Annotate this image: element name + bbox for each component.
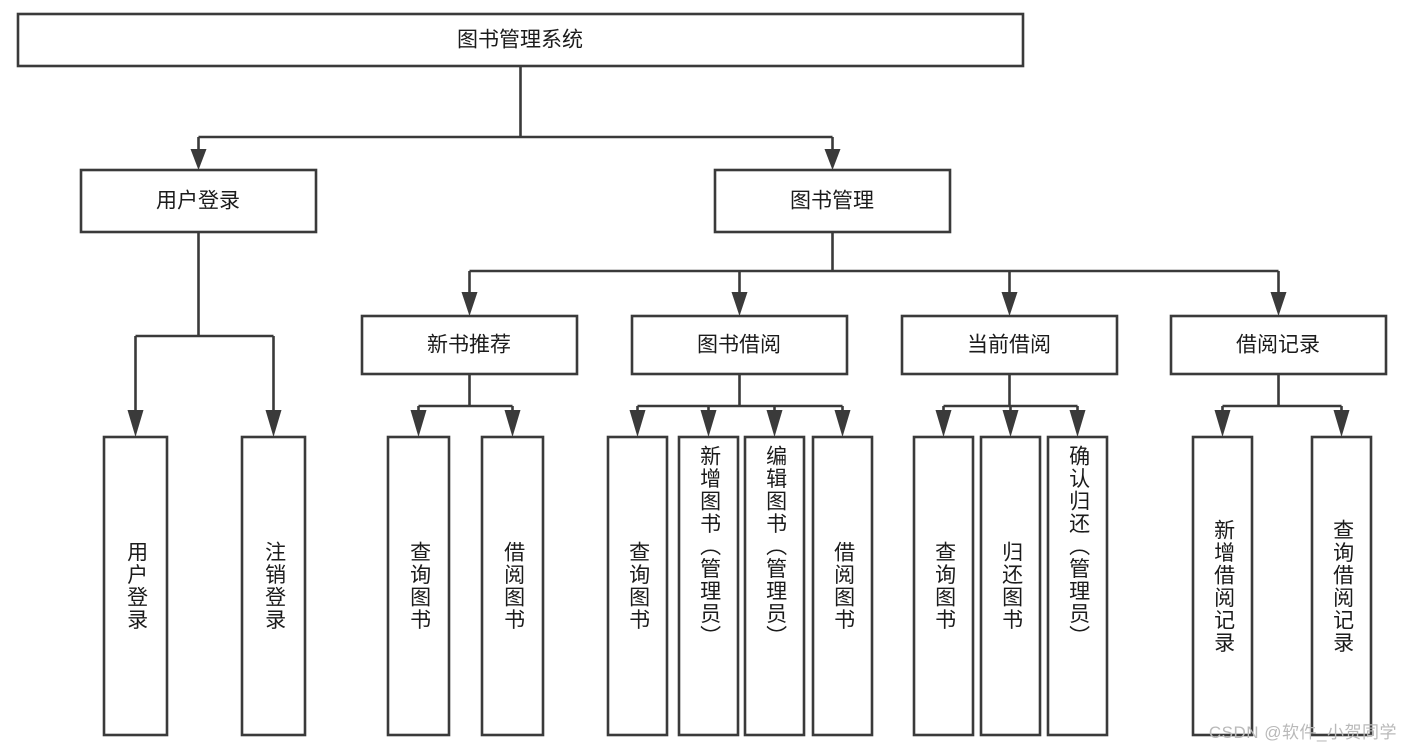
node-root[interactable]: 图书管理系统 [16,12,1025,68]
arrow-head-br-leaf-1 [1214,410,1231,437]
leaf-rect-br-query-record[interactable] [1310,435,1373,737]
node-borrow-record-rect[interactable] [1169,314,1388,376]
leaf-rect-bb-edit-book[interactable] [743,435,806,737]
node-user-login-rect[interactable] [79,168,318,234]
node-current-borrow-label: 当前借阅 [967,334,1051,357]
arrow-head-leaf-logout [265,410,282,437]
node-root-rect[interactable] [16,12,1025,68]
node-new-book-recommend[interactable]: 新书推荐 [360,314,579,376]
leaf-rect-cb-return-book[interactable] [979,435,1042,737]
leaf-rect-br-add-record[interactable] [1191,435,1254,737]
arrow-head-bb-leaf-2 [700,410,717,437]
node-current-borrow[interactable]: 当前借阅 [900,314,1119,376]
arrow-head-leaf-user-login [127,410,144,437]
leaf-rect-user-login[interactable] [102,435,169,737]
leaf-rect-logout[interactable] [240,435,307,737]
arrow-head-cb-leaf-3 [1069,410,1086,437]
node-book-borrow[interactable]: 图书借阅 [630,314,849,376]
leaf-rect-bb-borrow-book[interactable] [811,435,874,737]
arrow-head-nb-leaf-1 [410,410,427,437]
node-new-book-recommend-rect[interactable] [360,314,579,376]
node-user-login-label: 用户登录 [156,190,240,213]
node-user-login[interactable]: 用户登录 [79,168,318,234]
leaf-rect-bb-query-book[interactable] [606,435,669,737]
arrow-head-cb-leaf-1 [935,410,952,437]
arrow-head-user-login [190,149,207,170]
arrow-head-bb-leaf-1 [629,410,646,437]
leaf-rect-bb-add-book[interactable] [677,435,740,737]
node-book-borrow-rect[interactable] [630,314,849,376]
nodes-layer: 图书管理系统 用户登录 图书管理 新书推荐 图书借阅 [16,12,1388,737]
arrow-head-nb-leaf-2 [504,410,521,437]
node-new-book-recommend-label: 新书推荐 [427,334,511,357]
node-root-label: 图书管理系统 [457,29,583,52]
node-book-manage-label: 图书管理 [790,190,874,213]
node-book-borrow-label: 图书借阅 [697,334,781,357]
arrow-head-cb-leaf-2 [1002,410,1019,437]
leaf-rect-cb-confirm-return[interactable] [1046,435,1109,737]
node-book-manage-rect[interactable] [713,168,952,234]
arrow-head-book-borrow [731,292,748,316]
arrow-head-current-borrow [1001,292,1018,316]
node-current-borrow-rect[interactable] [900,314,1119,376]
watermark-text: CSDN @软件_小贺同学 [1208,723,1397,742]
leaf-rect-nb-query-book[interactable] [386,435,451,737]
node-borrow-record-label: 借阅记录 [1236,334,1320,357]
node-borrow-record[interactable]: 借阅记录 [1169,314,1388,376]
leaf-rect-nb-borrow-book[interactable] [480,435,545,737]
arrow-head-borrow-record [1270,292,1287,316]
node-book-manage[interactable]: 图书管理 [713,168,952,234]
leaf-rect-cb-query-book[interactable] [912,435,975,737]
arrow-head-book-manage [824,149,841,170]
arrow-head-bb-leaf-3 [766,410,783,437]
connectors-layer [127,66,1350,437]
arrow-head-bb-leaf-4 [834,410,851,437]
arrow-head-br-leaf-2 [1333,410,1350,437]
arrow-head-new-book [461,292,478,316]
